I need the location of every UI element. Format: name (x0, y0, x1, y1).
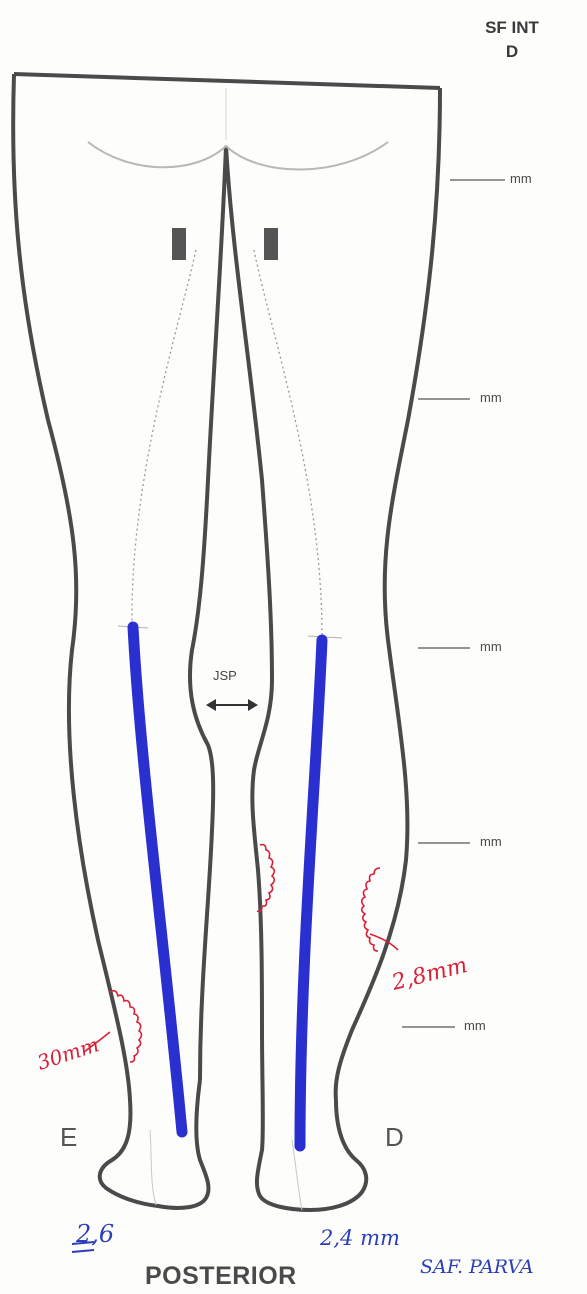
jsp-arrow (206, 699, 258, 711)
measure-label-2: mm (480, 390, 502, 405)
left-blue-vein-mark (133, 627, 182, 1132)
view-label: POSTERIOR (145, 1262, 297, 1291)
left-dotted-vein-path (132, 250, 196, 625)
left-side-label: E (60, 1122, 77, 1153)
jsp-label: JSP (213, 668, 237, 683)
right-probe-marker (264, 228, 278, 260)
left-ankle-annotation: 2,6 (76, 1220, 114, 1248)
waist-line (14, 74, 440, 88)
measure-label-5: mm (464, 1018, 486, 1033)
right-dotted-vein-path (254, 250, 322, 635)
vein-name-annotation: SAF. PARVA (420, 1256, 534, 1278)
header-side: D (462, 42, 562, 62)
measure-label-4: mm (480, 834, 502, 849)
right-ankle-annotation: 2,4 mm (320, 1226, 400, 1250)
right-side-label: D (385, 1122, 404, 1153)
right-varicose-scribble (362, 868, 380, 951)
left-calf-annotation: 30mm (34, 1032, 102, 1074)
left-probe-marker (172, 228, 186, 260)
measure-label-1: mm (510, 171, 532, 186)
left-leg-inner-contour (190, 146, 226, 1080)
right-leg-outer-contour (336, 88, 440, 1100)
right-blue-vein-mark (300, 640, 322, 1146)
header-sf-int: SF INT (462, 18, 562, 38)
measure-label-3: mm (480, 639, 502, 654)
right-calf-annotation: 2,8mm (388, 953, 469, 996)
gluteal-fold (88, 142, 388, 170)
